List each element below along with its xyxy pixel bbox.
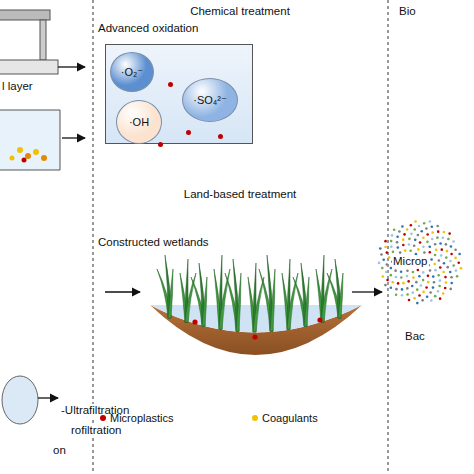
- radical-bubble: ·O₂⁻: [110, 52, 154, 92]
- filter-device: [0, 10, 85, 74]
- section-heading: Chemical treatment: [189, 5, 291, 18]
- legend-text: Coagulants: [262, 412, 318, 424]
- radical-label: ·O₂⁻: [121, 66, 143, 79]
- microplastic-dot: [186, 130, 191, 135]
- part-label: Microp: [392, 255, 429, 268]
- legend-swatch: [100, 415, 106, 421]
- wetland-illustration: [105, 255, 382, 355]
- microplastic-dot: [168, 82, 173, 87]
- section-heading: Land-based treatment: [183, 188, 298, 201]
- radical-label: ·SO₄²⁻: [193, 94, 227, 107]
- part-label: l layer: [1, 80, 34, 93]
- wetland-node: Constructed wetlands: [98, 236, 383, 386]
- radical-bubble: ·SO₄²⁻: [182, 78, 238, 122]
- oxidation-tank: Advanced oxidation ·O₂⁻ ·OH ·SO₄²⁻: [98, 22, 260, 150]
- radical-label: ·OH: [129, 116, 149, 129]
- legend-entry: Coagulants: [252, 412, 318, 424]
- part-label: Bac: [404, 330, 426, 343]
- membrane-unit: [2, 376, 58, 424]
- section-heading: Bio: [398, 5, 417, 18]
- section-heading: Advanced oxidation: [98, 22, 260, 35]
- legend-entry: Microplastics: [100, 412, 174, 424]
- divider: [93, 0, 94, 474]
- radical-bubble: ·OH: [116, 100, 162, 144]
- microplastic-dot: [218, 134, 223, 139]
- legend-text: Microplastics: [110, 412, 174, 424]
- divider: [388, 0, 389, 474]
- microplastic-cloud: [378, 220, 462, 304]
- microplastic-dot: [158, 142, 163, 147]
- part-label: rofiltration: [70, 424, 123, 437]
- part-label: on: [52, 444, 67, 457]
- legend-swatch: [252, 415, 258, 421]
- coagulation-tank: [0, 110, 85, 170]
- section-heading: Constructed wetlands: [98, 236, 383, 249]
